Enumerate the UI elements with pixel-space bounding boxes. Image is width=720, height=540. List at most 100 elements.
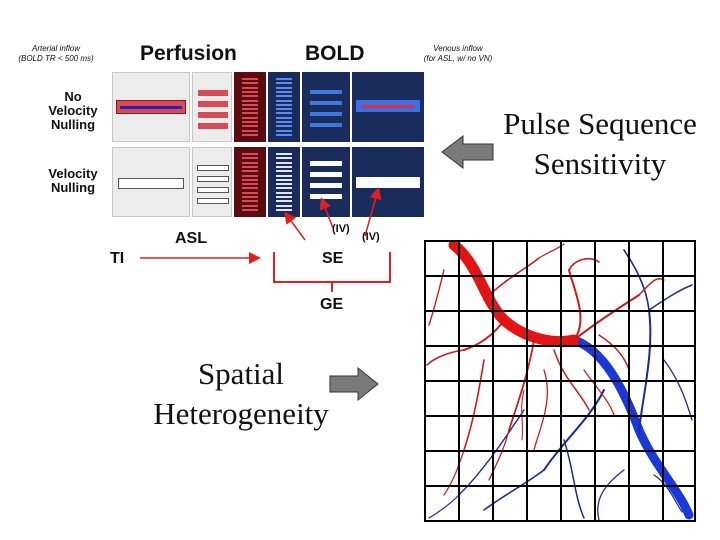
stripe-line (276, 165, 292, 168)
perfusion-bar (198, 123, 228, 129)
pulse-line2: Sensitivity (533, 146, 667, 181)
cell-arterial-vn (112, 147, 190, 217)
bold-bar (310, 112, 342, 116)
stripe-line (242, 112, 258, 115)
stripe-line (242, 133, 258, 136)
stripe-line (276, 103, 292, 106)
stripe-line (276, 78, 292, 80)
stripe-line (242, 116, 258, 119)
stripe-line (242, 90, 258, 93)
venous-inflow-line1: Venous inflow (433, 44, 483, 53)
voxel-grid (424, 240, 696, 522)
stripe-line (242, 129, 258, 132)
stripe-line (276, 82, 292, 85)
stripe-line (242, 208, 258, 211)
stripe-line (276, 133, 292, 136)
row-label-line: Nulling (50, 180, 96, 195)
stripe-line (242, 157, 258, 160)
stripe-line (242, 82, 258, 85)
cell-ge-vn (268, 147, 300, 217)
bold-bar-white (310, 161, 342, 166)
stripe-line (242, 187, 258, 190)
cell-asl-no-vn (234, 72, 266, 142)
spatial-line1: Spatial (197, 356, 285, 391)
stripe-line (276, 196, 292, 198)
arteries (426, 240, 665, 496)
row-label-line: Nulling (50, 117, 96, 132)
asl-label: ASL (175, 230, 207, 247)
stripe-line (242, 200, 258, 203)
stripe-line (276, 99, 292, 102)
perfusion-bar (198, 90, 228, 96)
perfusion-bar (198, 101, 228, 107)
venous-inflow-note: Venous inflow (for ASL, w/ no VN) (408, 44, 508, 64)
stripe-line (276, 208, 292, 211)
ti-label: TI (110, 250, 125, 267)
stripe-line (242, 204, 258, 207)
arterial-inflow-line1: Arterial inflow (31, 44, 80, 53)
stripe-line (242, 103, 258, 106)
venous-inflow-line2: (for ASL, w/ no VN) (423, 54, 493, 63)
perfusion-bar-nulled (197, 198, 229, 204)
stripe-line (242, 153, 258, 155)
stripe-line (276, 108, 292, 111)
stripe-line (276, 183, 292, 186)
stripe-line (242, 183, 258, 186)
cell-asl-vn (234, 147, 266, 217)
stripe-line (276, 191, 292, 194)
stripe-line (242, 196, 258, 198)
stripe-line (242, 178, 258, 181)
bold-bar-white (310, 194, 342, 199)
row-label-line: No (64, 89, 82, 104)
stripe-line (242, 125, 258, 128)
bold-bar (310, 123, 342, 127)
pulse-line1: Pulse Sequence (503, 106, 697, 141)
stripe-line (276, 90, 292, 93)
cell-perfusion-no-vn (192, 72, 232, 142)
vascular-heterogeneity-image (424, 240, 696, 522)
perfusion-bar (198, 112, 228, 118)
left-arrow-icon (441, 134, 494, 170)
bold-header: BOLD (305, 42, 365, 65)
stripe-line (276, 153, 292, 155)
stripe-line (276, 200, 292, 203)
stripe-line (242, 170, 258, 173)
stripe-line (242, 174, 258, 177)
red-arrow-icon (284, 211, 306, 241)
perfusion-bar-nulled (197, 187, 229, 193)
iv-label-2: (IV) (362, 231, 380, 243)
pulse-sequence-sensitivity: Pulse Sequence Sensitivity (484, 104, 716, 184)
velocity-nulling-label: Velocity Nulling (38, 167, 108, 195)
stripe-line (242, 99, 258, 102)
row-label-line: Velocity (48, 166, 98, 181)
cell-se-no-vn (302, 72, 350, 142)
se-label: SE (322, 250, 344, 267)
stripe-line (242, 78, 258, 80)
stripe-line (242, 121, 258, 123)
cell-perfusion-vn (192, 147, 232, 217)
stripe-line (276, 204, 292, 207)
red-arrow-icon (319, 197, 334, 229)
spatial-line2: Heterogeneity (153, 396, 329, 431)
arterial-inflow-note: Arterial inflow (BOLD TR < 500 ms) (6, 44, 106, 64)
cell-arterial-no-vn (112, 72, 190, 142)
cell-ge-no-vn (268, 72, 300, 142)
bold-bar (310, 90, 342, 94)
bold-bar-white (310, 183, 342, 188)
perfusion-bar-nulled (197, 176, 229, 182)
stripe-line (276, 187, 292, 190)
venous-bar-core (362, 105, 414, 108)
arterial-bar-nulled (118, 178, 184, 189)
stripe-line (276, 129, 292, 132)
stripe-line (242, 86, 258, 89)
arterial-inflow-line2: (BOLD TR < 500 ms) (18, 54, 94, 63)
perfusion-bar-nulled (197, 165, 229, 171)
stripe-line (242, 95, 258, 98)
bold-bar (310, 101, 342, 105)
stripe-line (242, 191, 258, 194)
row-label-line: Velocity (48, 103, 98, 118)
stripe-line (276, 161, 292, 164)
perfusion-header: Perfusion (140, 42, 237, 65)
no-velocity-nulling-label: No Velocity Nulling (38, 90, 108, 132)
